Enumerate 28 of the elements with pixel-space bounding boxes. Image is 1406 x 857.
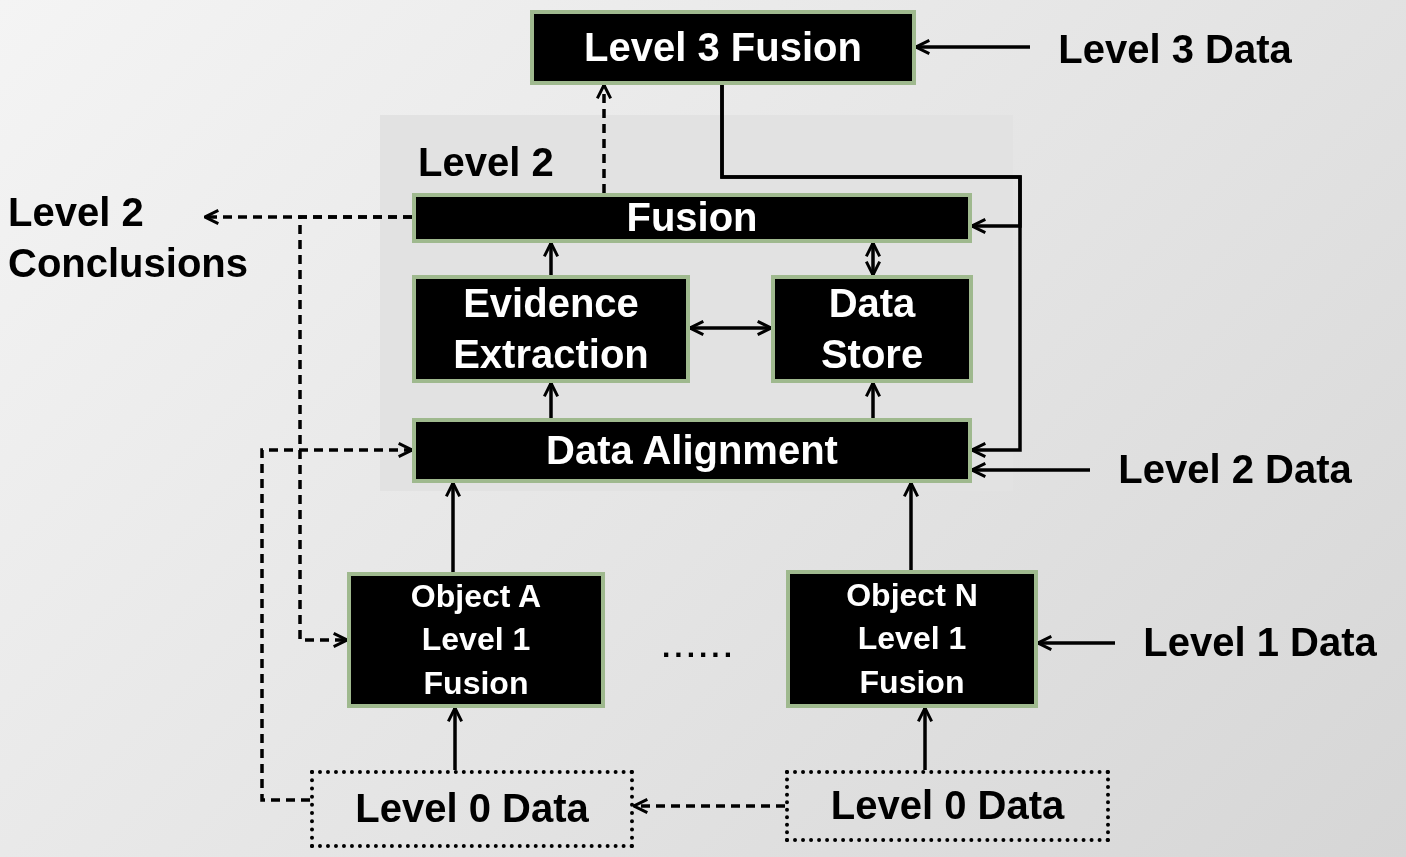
ellipsis-dots: ......	[662, 630, 736, 664]
arrow	[864, 241, 882, 277]
process-box: Object A Level 1 Fusion	[347, 572, 605, 708]
process-box: Data Alignment	[412, 418, 972, 483]
data-source-box: Level 0 Data	[310, 770, 634, 848]
input-label: Level 2 Data	[1090, 442, 1380, 498]
arrow	[632, 797, 785, 815]
arrow	[446, 706, 464, 770]
process-box: Object N Level 1 Fusion	[786, 570, 1038, 708]
panel-heading: Level 2	[418, 139, 554, 186]
arrow	[298, 215, 412, 649]
arrow	[542, 381, 560, 418]
input-label: Level 1 Data	[1115, 615, 1405, 671]
arrow	[260, 441, 414, 802]
process-box: Level 3 Fusion	[530, 10, 916, 85]
process-box: Data Store	[771, 275, 973, 383]
arrow	[444, 481, 462, 572]
input-label: Level 3 Data	[1030, 22, 1320, 78]
arrow	[595, 83, 613, 193]
arrow	[542, 241, 560, 275]
arrow	[720, 85, 1022, 459]
data-source-box: Level 0 Data	[785, 770, 1110, 842]
arrow	[916, 706, 934, 770]
arrow	[864, 381, 882, 418]
process-box: Evidence Extraction	[412, 275, 690, 383]
input-label: Level 2 Conclusions	[8, 186, 300, 290]
process-box: Fusion	[412, 193, 972, 243]
arrow	[902, 481, 920, 570]
